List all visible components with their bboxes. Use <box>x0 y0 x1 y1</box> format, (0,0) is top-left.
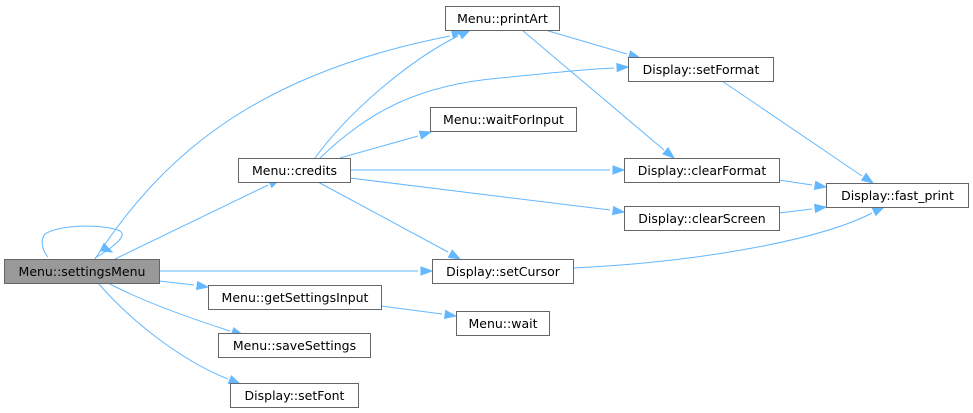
edge-settingsMenu-to-getSettingsInput <box>158 280 210 291</box>
edge-arrowhead <box>616 62 630 73</box>
edge-settingsMenu-to-printArt <box>94 29 465 260</box>
node-wait[interactable]: Menu::wait <box>456 311 550 336</box>
edge-settingsMenu-to-setFont <box>97 282 242 385</box>
edge-arrowhead <box>814 203 828 214</box>
edge-arrowhead <box>457 29 472 40</box>
edge-line <box>94 35 451 260</box>
edge-getSettingsInput-to-wait <box>380 305 458 320</box>
edge-line <box>114 184 269 260</box>
node-box <box>624 158 780 183</box>
edge-clearScreen-to-fastPrint <box>778 203 828 214</box>
node-box <box>230 383 359 408</box>
node-box <box>4 259 160 284</box>
node-box <box>430 107 577 132</box>
node-getSettingsInput[interactable]: Menu::getSettingsInput <box>208 285 382 310</box>
node-printArt[interactable]: Menu::printArt <box>445 6 560 31</box>
node-label: Display::clearScreen <box>638 211 765 226</box>
node-box <box>624 206 780 231</box>
edge-line <box>107 282 231 332</box>
node-label: Display::setFormat <box>643 62 760 77</box>
node-setCursor[interactable]: Display::setCursor <box>432 259 574 284</box>
node-clearScreen[interactable]: Display::clearScreen <box>624 206 780 231</box>
edge-settingsMenu-to-setCursor <box>159 266 434 276</box>
edge-credits-to-setCursor <box>317 181 462 260</box>
edge-arrowhead <box>195 280 210 291</box>
edge-arrowhead <box>612 205 626 216</box>
node-label: Menu::waitForInput <box>443 112 564 127</box>
edge-printArt-to-setFormat <box>544 29 642 60</box>
edge-arrowhead <box>420 266 434 276</box>
edge-arrowhead <box>99 242 114 253</box>
edge-setFormat-to-fastPrint <box>721 80 875 184</box>
edge-line <box>521 29 665 151</box>
edge-clearFormat-to-fastPrint <box>778 179 828 190</box>
edge-line <box>314 35 459 159</box>
edge-line <box>721 80 863 177</box>
edge-line <box>349 177 611 211</box>
node-label: Display::clearFormat <box>638 163 767 178</box>
edge-printArt-to-clearFormat <box>521 29 676 159</box>
edge-arrowhead <box>447 249 462 260</box>
node-box <box>826 183 969 208</box>
node-waitForInput[interactable]: Menu::waitForInput <box>430 107 577 132</box>
edge-line <box>158 280 195 286</box>
edge-line <box>778 179 813 186</box>
node-saveSettings[interactable]: Menu::saveSettings <box>218 333 371 358</box>
edge-line <box>339 135 419 159</box>
edge-arrowhead <box>860 172 875 184</box>
edge-arrowhead <box>662 147 676 159</box>
edge-arrowhead <box>443 309 458 320</box>
node-setFont[interactable]: Display::setFont <box>230 383 359 408</box>
edge-line <box>319 67 615 159</box>
node-settingsMenu: Menu::settingsMenu <box>4 259 160 284</box>
node-box <box>628 57 774 82</box>
node-box <box>456 311 550 336</box>
node-label: Menu::saveSettings <box>233 338 356 353</box>
edge-arrowhead <box>612 165 626 175</box>
edge-arrowhead <box>418 130 433 140</box>
edge-credits-to-setFormat <box>319 62 630 159</box>
node-box <box>445 6 560 31</box>
edge-line <box>778 208 813 214</box>
node-label: Display::fast_print <box>841 188 954 203</box>
node-clearFormat[interactable]: Display::clearFormat <box>624 158 780 183</box>
node-label: Display::setCursor <box>446 264 561 279</box>
node-box <box>432 259 574 284</box>
edge-arrowhead <box>871 206 886 217</box>
node-label: Display::setFont <box>245 388 345 403</box>
edge-line <box>380 305 443 315</box>
edge-credits-to-waitForInput <box>339 130 433 159</box>
node-setFormat[interactable]: Display::setFormat <box>628 57 774 82</box>
edge-line <box>544 29 628 55</box>
edge-credits-to-clearFormat <box>350 165 626 175</box>
node-credits[interactable]: Menu::credits <box>238 158 351 183</box>
edge-settingsMenu-to-credits <box>114 178 282 260</box>
node-label: Menu::settingsMenu <box>19 264 146 279</box>
edge-settingsMenu-to-settingsMenu <box>41 225 123 259</box>
node-box <box>238 158 351 183</box>
node-fastPrint[interactable]: Display::fast_print <box>826 183 969 208</box>
edge-credits-to-clearScreen <box>349 177 626 216</box>
edge-line <box>41 225 123 259</box>
node-box <box>208 285 382 310</box>
node-label: Menu::wait <box>468 316 537 331</box>
node-label: Menu::credits <box>252 163 337 178</box>
edge-line <box>572 212 873 269</box>
nodes-layer: Menu::settingsMenu Menu::credits Menu::pri… <box>4 6 969 408</box>
edge-line <box>317 181 449 253</box>
node-box <box>218 333 371 358</box>
edge-arrowhead <box>813 180 828 190</box>
node-label: Menu::getSettingsInput <box>222 290 369 305</box>
node-label: Menu::printArt <box>457 11 548 26</box>
edge-arrowhead <box>227 375 242 385</box>
edge-line <box>97 282 229 380</box>
